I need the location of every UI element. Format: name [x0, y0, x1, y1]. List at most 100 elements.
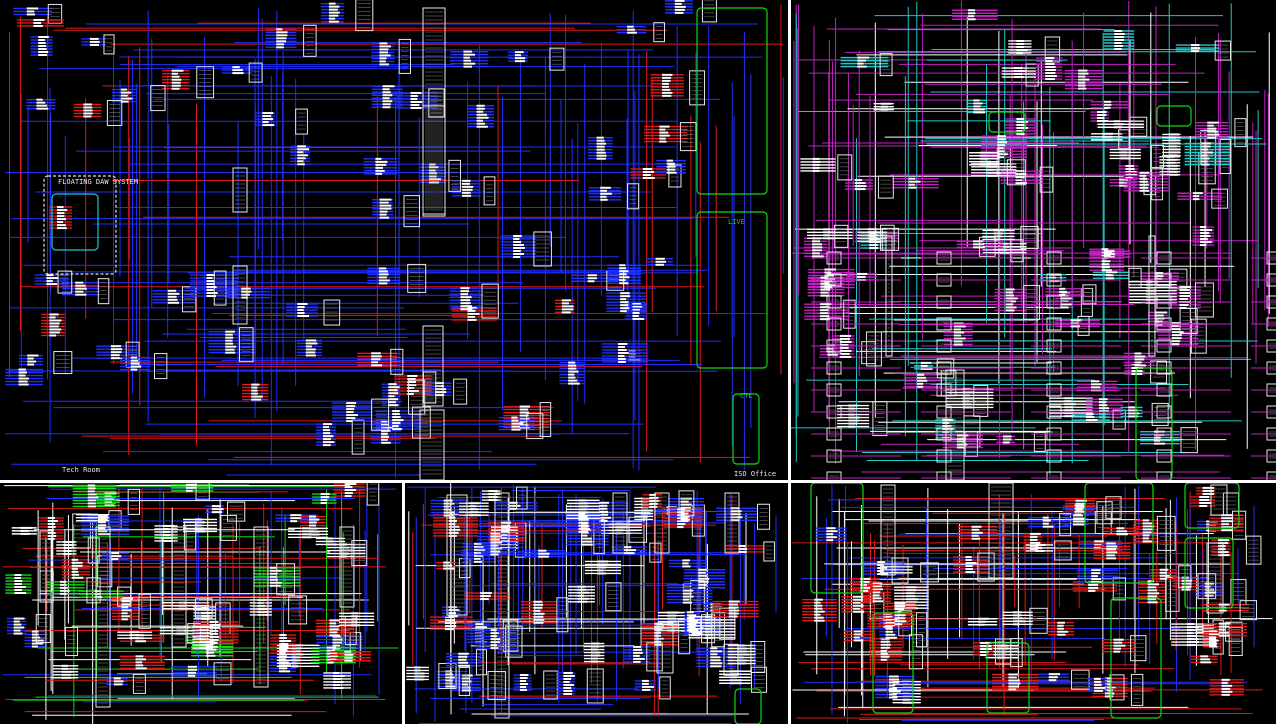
- connector-label: [615, 532, 623, 535]
- connector-label: [469, 511, 479, 514]
- signal-flow-diagram-bottom-right: [791, 483, 1273, 724]
- connector-label: [993, 238, 1000, 241]
- connector-label: [1139, 183, 1149, 186]
- connector-label: [1059, 290, 1067, 293]
- connector-label: [986, 162, 999, 165]
- connector-label: [194, 527, 205, 530]
- device-block: [226, 501, 246, 522]
- connector-label: [46, 283, 57, 286]
- connector-label: [1168, 154, 1178, 157]
- connector-label: [476, 119, 484, 122]
- device-block: [880, 224, 895, 251]
- connector-label: [1104, 103, 1112, 106]
- device-block: [1128, 267, 1142, 288]
- connector-label: [979, 160, 992, 163]
- connector-label: [710, 662, 723, 665]
- connector-label: [568, 373, 575, 376]
- connector-label: [1103, 256, 1115, 259]
- connector-label: [577, 591, 589, 594]
- connector-label: [199, 629, 208, 632]
- connector-label: [1016, 48, 1028, 51]
- connector-label: [962, 388, 970, 391]
- label-ctl-room: CTL: [740, 392, 753, 400]
- connector-label: [869, 244, 878, 247]
- connector-label: [501, 524, 511, 527]
- connector-label: [14, 589, 23, 592]
- connector-label: [443, 508, 452, 511]
- connector-label: [677, 520, 689, 523]
- connector-label: [1200, 160, 1208, 163]
- device-block: [843, 299, 856, 329]
- device-block: [964, 431, 978, 458]
- connector-label: [561, 302, 569, 305]
- connector-label: [379, 201, 389, 204]
- device-block: [411, 406, 431, 439]
- connector-label: [867, 240, 877, 243]
- connector-label: [578, 530, 589, 533]
- connector-label: [1179, 291, 1191, 294]
- connector-label: [620, 301, 629, 304]
- connector-label: [730, 513, 741, 516]
- connector-label: [561, 299, 572, 302]
- connector-label: [381, 423, 389, 426]
- connector-label: [206, 283, 215, 286]
- connector-label: [407, 380, 416, 383]
- connector-label: [962, 391, 975, 394]
- connector-label: [1045, 63, 1055, 66]
- connector-label: [942, 427, 954, 430]
- connector-label: [591, 645, 600, 648]
- connector-label: [662, 73, 673, 76]
- connector-label: [31, 633, 39, 636]
- connector-label: [667, 617, 676, 620]
- connector-label: [27, 363, 35, 366]
- connector-label: [332, 635, 342, 638]
- connector-label: [820, 309, 829, 312]
- device-block: [505, 625, 523, 658]
- connector-label: [371, 355, 382, 358]
- device-block: [103, 34, 115, 55]
- connector-label: [120, 100, 129, 103]
- connector-label: [1155, 317, 1165, 320]
- connector-label: [596, 151, 606, 154]
- device-block: [351, 419, 365, 455]
- connector-label: [1179, 306, 1187, 309]
- connector-label: [686, 611, 694, 614]
- device-block: [213, 662, 232, 686]
- connector-label: [346, 402, 357, 405]
- connector-label: [854, 188, 866, 191]
- connector-label: [56, 212, 65, 215]
- connector-label: [1114, 38, 1125, 41]
- connector-label: [71, 570, 79, 573]
- connector-label: [305, 351, 316, 354]
- connector-label: [469, 508, 479, 511]
- connector-label: [1064, 397, 1074, 400]
- connector-label: [1179, 288, 1190, 291]
- connector-label: [47, 516, 55, 519]
- connector-label: [1064, 403, 1076, 406]
- connector-label: [375, 157, 382, 160]
- connector-label: [1207, 127, 1217, 130]
- connector-label: [986, 168, 996, 171]
- connector-label: [962, 400, 970, 403]
- connector-label: [867, 237, 879, 240]
- connector-label: [329, 619, 340, 622]
- connector-label: [642, 679, 649, 682]
- connector-label: [649, 499, 660, 502]
- connector-label: [596, 145, 605, 148]
- connector-label: [111, 552, 120, 555]
- device-block: [446, 494, 468, 616]
- connector-label: [276, 40, 287, 43]
- connector-label: [686, 626, 696, 629]
- connector-label: [600, 192, 612, 195]
- connector-label: [596, 142, 607, 145]
- connector-label: [848, 413, 855, 416]
- connector-label: [49, 328, 62, 331]
- connector-label: [953, 343, 963, 346]
- connector-label: [130, 365, 142, 368]
- connector-label: [262, 124, 275, 127]
- connector-label: [1125, 176, 1133, 179]
- connector-label: [839, 346, 849, 349]
- connector-label: [305, 354, 316, 357]
- connector-label: [225, 348, 235, 351]
- connector-label: [973, 108, 985, 111]
